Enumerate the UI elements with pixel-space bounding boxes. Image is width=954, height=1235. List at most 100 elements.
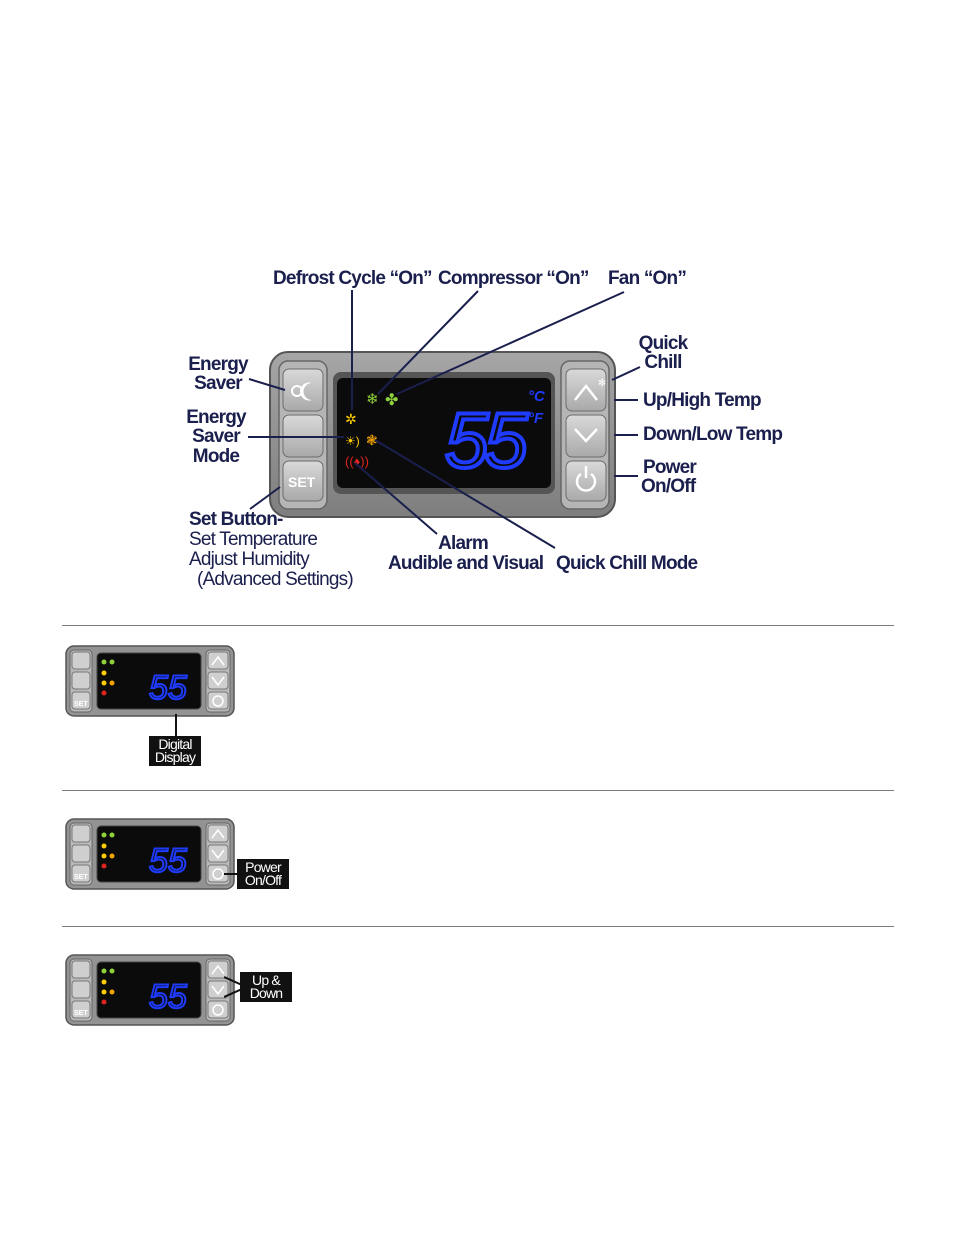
mini-quick-chill-icon (109, 853, 115, 859)
set-button-desc-3: (Advanced Settings) (197, 569, 354, 590)
mini-up-arrow-icon (211, 964, 225, 975)
mini-screen (96, 825, 202, 883)
energy-saver-mode-icon: ☀) (345, 434, 360, 448)
unit-celsius: °C (528, 388, 546, 405)
mini-down-button (207, 844, 229, 863)
quick-chill-mode-icon: ❃ (366, 432, 378, 448)
mini-up-arrow-icon (211, 655, 225, 666)
defrost-label: Defrost Cycle “On” (273, 268, 433, 289)
leader-line (175, 714, 177, 740)
mini-fan-icon (109, 968, 115, 974)
mini-alarm-icon (101, 999, 107, 1005)
mini-blank-button (71, 844, 91, 863)
power-label-1: Power (643, 457, 697, 478)
energy-saver-mode-label-2: Saver (192, 426, 241, 447)
mini-energy-mode-icon (101, 989, 107, 995)
up-arrow-icon (574, 383, 598, 401)
divider (62, 790, 894, 791)
mini-down-arrow-icon (211, 985, 225, 996)
mini-quick-chill-icon (109, 680, 115, 686)
mini-energy-mode-icon (101, 680, 107, 686)
leader-lines (248, 290, 641, 549)
power-icon (575, 466, 597, 492)
mini-power-icon (212, 695, 224, 707)
energy-saver-mode-label-3: Mode (192, 446, 240, 467)
set-button[interactable] (282, 460, 324, 502)
down-button[interactable] (565, 414, 607, 458)
leader-line (224, 976, 242, 998)
mini-set-button (71, 864, 91, 883)
mini-blank-button (71, 980, 91, 999)
mini-set-text: SET (74, 874, 88, 881)
mini-energy-mode-icon (101, 853, 107, 859)
energy-saver-label-1: Energy (188, 354, 248, 375)
mini-energy-button (71, 960, 91, 979)
tag-line-2: Down (249, 985, 283, 1001)
down-low-label: Down/Low Temp (643, 424, 783, 445)
mini-fan-icon (109, 832, 115, 838)
mini-compressor-icon (101, 659, 107, 665)
mini-temperature: 55 (149, 669, 187, 707)
mini-energy-button (71, 651, 91, 670)
mini-power-button (207, 691, 229, 710)
quick-chill-icon: ✻ (598, 378, 606, 389)
mini-compressor-icon (101, 832, 107, 838)
power-button[interactable] (565, 460, 607, 502)
tag-line-1: Up & (252, 972, 281, 988)
energy-saver-mode-label-1: Energy (186, 407, 246, 428)
mini-defrost-icon (101, 979, 107, 985)
power-label-2: On/Off (641, 476, 696, 497)
mini-set-text: SET (74, 1010, 88, 1017)
mini-down-button (207, 671, 229, 690)
mini-set-button (71, 1000, 91, 1019)
quick-chill-mode-label: Quick Chill Mode (556, 553, 698, 574)
quick-chill-label-2: Chill (644, 352, 682, 373)
tag-line-2: Display (154, 749, 196, 765)
down-arrow-icon (574, 428, 598, 443)
mini-defrost-icon (101, 843, 107, 849)
mini-quick-chill-icon (109, 989, 115, 995)
mini-set-text: SET (74, 701, 88, 708)
compressor-icon: ❄ (366, 391, 379, 408)
mini-alarm-icon (101, 690, 107, 696)
mini-up-button (207, 824, 229, 843)
mini-down-button (207, 980, 229, 999)
tag-line-2: On/Off (244, 872, 282, 888)
unit-fahrenheit: °F (528, 410, 544, 427)
mini-power-icon (212, 868, 224, 880)
set-button-text: SET (288, 474, 316, 490)
quick-chill-label-1: Quick (638, 333, 689, 354)
mini-up-button (207, 651, 229, 670)
main-diagram: ✻ ❄ ✤ ✲ ☀) ❃ ((♦)) 55 °C °F SET Defrost (186, 268, 783, 590)
power-tag: Power On/Off (237, 859, 289, 889)
digital-display-tag: Digital Display (149, 736, 201, 766)
mini-defrost-icon (101, 670, 107, 676)
controller-illustration: ✻ ❄ ✤ ✲ ☀) ❃ ((♦)) 55 °C °F SET (248, 290, 641, 549)
divider (62, 625, 894, 626)
mini-screen (96, 652, 202, 710)
mini-energy-button (71, 824, 91, 843)
display-screen (337, 378, 551, 488)
alarm-label-2: Audible and Visual (388, 553, 544, 574)
mini-alarm-icon (101, 863, 107, 869)
mini-temperature: 55 (149, 978, 187, 1016)
mini-temperature: 55 (149, 842, 187, 880)
sun-moon-icon (291, 382, 312, 401)
mini-screen (96, 961, 202, 1019)
up-down-tag: Up & Down (240, 972, 292, 1002)
mini-down-arrow-icon (211, 849, 225, 860)
mini-down-arrow-icon (211, 676, 225, 687)
defrost-icon: ✲ (345, 411, 357, 427)
mini-set-button (71, 691, 91, 710)
mini-power-icon (212, 1004, 224, 1016)
up-button[interactable] (565, 368, 607, 412)
mini-power-button (207, 1000, 229, 1019)
fan-icon: ✤ (385, 392, 398, 409)
mini-fan-icon (109, 659, 115, 665)
